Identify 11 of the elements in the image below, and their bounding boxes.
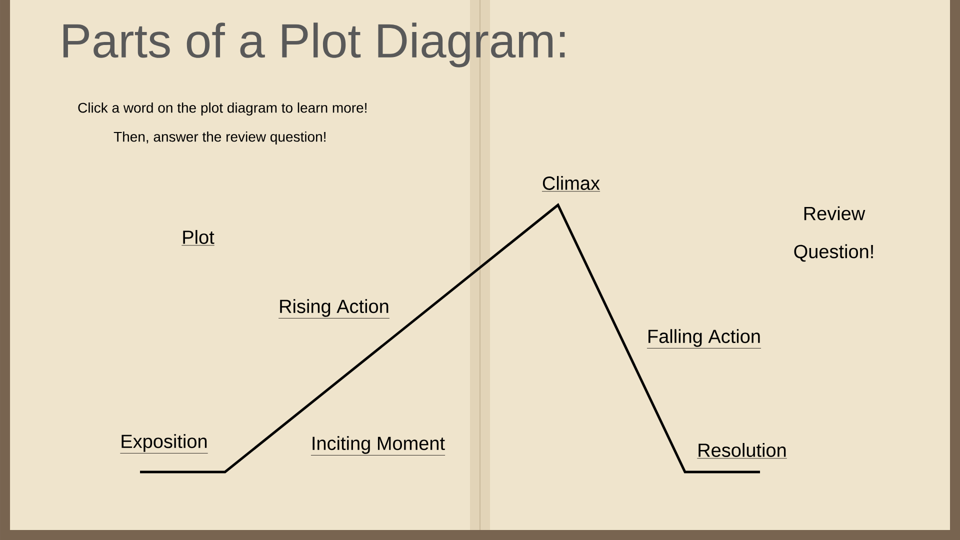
link-text: Rising Action <box>278 299 390 318</box>
instruction-text: Click a word on the plot diagram to learn more! <box>78 102 366 116</box>
link-text: Inciting Moment <box>310 436 446 456</box>
link-text: Climax <box>542 176 600 192</box>
link-text: Review Question! <box>794 206 873 262</box>
instruction-text: Then, answer the review question! <box>114 131 326 145</box>
link-text: Resolution <box>696 443 788 459</box>
link-text: Plot <box>181 230 215 246</box>
link-text: Falling Action <box>646 329 762 348</box>
title: Parts of a Plot Diagram: <box>63 22 565 68</box>
link-text: Exposition <box>120 434 208 454</box>
